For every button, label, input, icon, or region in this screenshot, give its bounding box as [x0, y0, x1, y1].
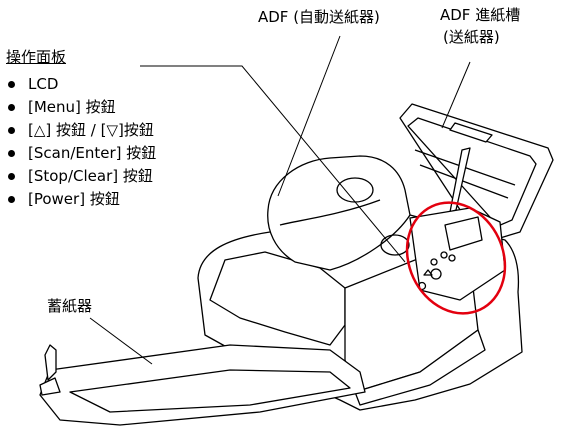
adf-label: ADF (自動送紙器)	[258, 8, 380, 26]
stacker-label: 蓄紙器	[47, 297, 93, 315]
bullet-icon	[8, 127, 15, 134]
panel-title: 操作面板	[6, 48, 67, 66]
bullet-icon	[8, 173, 15, 180]
stacker-tray	[39, 344, 366, 426]
panel-highlight-circle	[405, 201, 507, 315]
list-item: LCD	[8, 73, 156, 96]
adf-leader-line	[277, 35, 341, 197]
adf-feeder-label-line2: (送紙器)	[443, 28, 500, 46]
stacker-leader-line	[89, 317, 153, 365]
list-item: [Power] 按鈕	[8, 188, 156, 211]
list-item: [Stop/Clear] 按鈕	[8, 165, 156, 188]
adf-feeder-leader-line	[441, 61, 471, 129]
bullet-icon	[8, 104, 15, 111]
adf-feeder-label-line1: ADF 進紙槽	[440, 6, 521, 24]
bullet-icon	[8, 150, 15, 157]
adf-cover	[267, 155, 411, 271]
bullet-icon	[8, 81, 15, 88]
bullet-icon	[8, 196, 15, 203]
panel-leader-line	[140, 65, 406, 263]
list-item: [Menu] 按鈕	[8, 96, 156, 119]
list-item: [Scan/Enter] 按鈕	[8, 142, 156, 165]
list-item: [△] 按鈕 / [▽]按鈕	[8, 119, 156, 142]
panel-items-list: LCD [Menu] 按鈕 [△] 按鈕 / [▽]按鈕 [Scan/Enter…	[8, 73, 156, 211]
